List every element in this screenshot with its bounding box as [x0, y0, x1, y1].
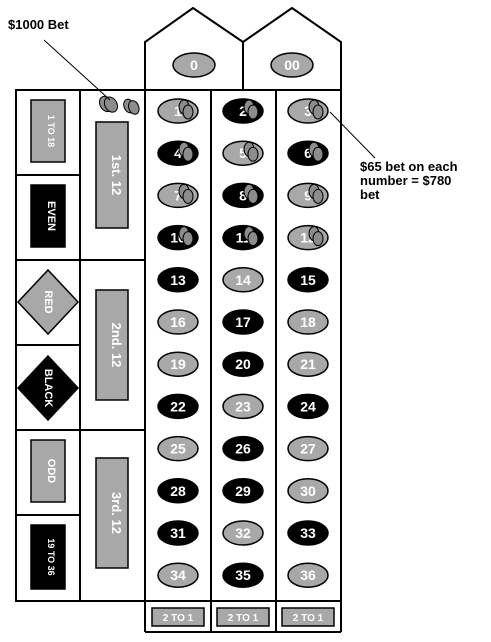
number-35[interactable]: 35 — [223, 563, 263, 587]
number-31-label: 31 — [170, 525, 186, 541]
number-16[interactable]: 16 — [158, 310, 198, 334]
dozen-3rd-label: 3rd. 12 — [109, 492, 124, 534]
number-28-label: 28 — [170, 483, 186, 499]
number-9[interactable]: 9 — [288, 183, 328, 207]
number-27[interactable]: 27 — [288, 437, 328, 461]
bet-even[interactable]: EVEN — [31, 185, 65, 247]
number-33[interactable]: 33 — [288, 521, 328, 545]
number-31[interactable]: 31 — [158, 521, 198, 545]
number-36[interactable]: 36 — [288, 563, 328, 587]
bet-even-label: EVEN — [45, 201, 57, 231]
number-15-label: 15 — [300, 272, 316, 288]
pointer-65-bet — [330, 112, 375, 158]
number-15[interactable]: 15 — [288, 268, 328, 292]
number-4[interactable]: 4 — [158, 141, 198, 165]
number-20[interactable]: 20 — [223, 352, 263, 376]
number-25-label: 25 — [170, 441, 186, 457]
bet-black[interactable]: BLACK — [18, 356, 78, 420]
number-6[interactable]: 6 — [288, 141, 328, 165]
bet-odd[interactable]: ODD — [31, 440, 65, 502]
bet-19-to-36-label: 19 TO 36 — [46, 538, 56, 575]
chip-stack-1000 — [97, 92, 141, 117]
number-23[interactable]: 23 — [223, 394, 263, 418]
number-17-label: 17 — [235, 314, 251, 330]
number-21[interactable]: 21 — [288, 352, 328, 376]
number-33-label: 33 — [300, 525, 316, 541]
number-22[interactable]: 22 — [158, 394, 198, 418]
number-34-label: 34 — [170, 567, 186, 583]
bet-black-label: BLACK — [42, 369, 54, 408]
number-17[interactable]: 17 — [223, 310, 263, 334]
bet-odd-label: ODD — [45, 459, 57, 484]
number-5[interactable]: 5 — [223, 141, 263, 165]
number-18[interactable]: 18 — [288, 310, 328, 334]
column-bets: 2 TO 1 2 TO 1 2 TO 1 — [152, 608, 334, 626]
number-32-label: 32 — [235, 525, 251, 541]
bet-red[interactable]: RED — [18, 270, 78, 334]
number-19-label: 19 — [170, 356, 186, 372]
number-1[interactable]: 1 — [158, 99, 198, 123]
number-24-label: 24 — [300, 398, 316, 414]
number-25[interactable]: 25 — [158, 437, 198, 461]
zero-00[interactable]: 00 — [271, 53, 313, 77]
dozen-1st-label: 1st. 12 — [109, 155, 124, 195]
zero-0[interactable]: 0 — [173, 53, 215, 77]
column-bet-1-label: 2 TO 1 — [163, 613, 194, 624]
dozen-2nd[interactable]: 2nd. 12 — [96, 290, 128, 400]
number-30[interactable]: 30 — [288, 479, 328, 503]
annotation-65-bet-line3: bet — [360, 188, 380, 202]
bet-19-to-36[interactable]: 19 TO 36 — [31, 525, 65, 589]
number-28[interactable]: 28 — [158, 479, 198, 503]
number-34[interactable]: 34 — [158, 563, 198, 587]
number-13[interactable]: 13 — [158, 268, 198, 292]
number-22-label: 22 — [170, 398, 186, 414]
number-21-label: 21 — [300, 356, 316, 372]
zero-00-label: 00 — [284, 57, 300, 73]
number-26-label: 26 — [235, 441, 251, 457]
dozen-3rd[interactable]: 3rd. 12 — [96, 458, 128, 568]
number-24[interactable]: 24 — [288, 394, 328, 418]
annotation-1000-bet: $1000 Bet — [8, 18, 69, 32]
number-7[interactable]: 7 — [158, 183, 198, 207]
number-27-label: 27 — [300, 441, 316, 457]
column-bet-3[interactable]: 2 TO 1 — [282, 608, 334, 626]
number-29[interactable]: 29 — [223, 479, 263, 503]
number-18-label: 18 — [300, 314, 316, 330]
number-32[interactable]: 32 — [223, 521, 263, 545]
annotation-65-bet-line1: $65 bet on each — [360, 160, 458, 174]
number-2[interactable]: 2 — [223, 99, 263, 123]
number-3[interactable]: 3 — [288, 99, 328, 123]
zero-0-label: 0 — [190, 57, 198, 73]
dozen-1st[interactable]: 1st. 12 — [96, 122, 128, 228]
number-14[interactable]: 14 — [223, 268, 263, 292]
number-13-label: 13 — [170, 272, 186, 288]
column-bet-1[interactable]: 2 TO 1 — [152, 608, 204, 626]
number-36-label: 36 — [300, 567, 316, 583]
bet-1-to-18-label: 1 TO 18 — [46, 115, 56, 147]
bet-1-to-18[interactable]: 1 TO 18 — [31, 100, 65, 162]
column-bet-2[interactable]: 2 TO 1 — [217, 608, 269, 626]
number-35-label: 35 — [235, 567, 251, 583]
number-11[interactable]: 11 — [223, 226, 263, 250]
number-10[interactable]: 10 — [158, 226, 198, 250]
number-12[interactable]: 12 — [288, 226, 328, 250]
bet-red-label: RED — [42, 290, 54, 313]
number-20-label: 20 — [235, 356, 251, 372]
number-grid: 1234567891011121314151617181920212223242… — [158, 99, 328, 587]
number-19[interactable]: 19 — [158, 352, 198, 376]
number-14-label: 14 — [235, 272, 251, 288]
number-23-label: 23 — [235, 398, 251, 414]
column-bet-3-label: 2 TO 1 — [293, 613, 324, 624]
number-16-label: 16 — [170, 314, 186, 330]
number-8[interactable]: 8 — [223, 183, 263, 207]
annotation-65-bet-line2: number = $780 — [360, 174, 451, 188]
column-bet-2-label: 2 TO 1 — [228, 613, 259, 624]
dozen-2nd-label: 2nd. 12 — [109, 323, 124, 368]
number-29-label: 29 — [235, 483, 251, 499]
number-26[interactable]: 26 — [223, 437, 263, 461]
number-30-label: 30 — [300, 483, 316, 499]
